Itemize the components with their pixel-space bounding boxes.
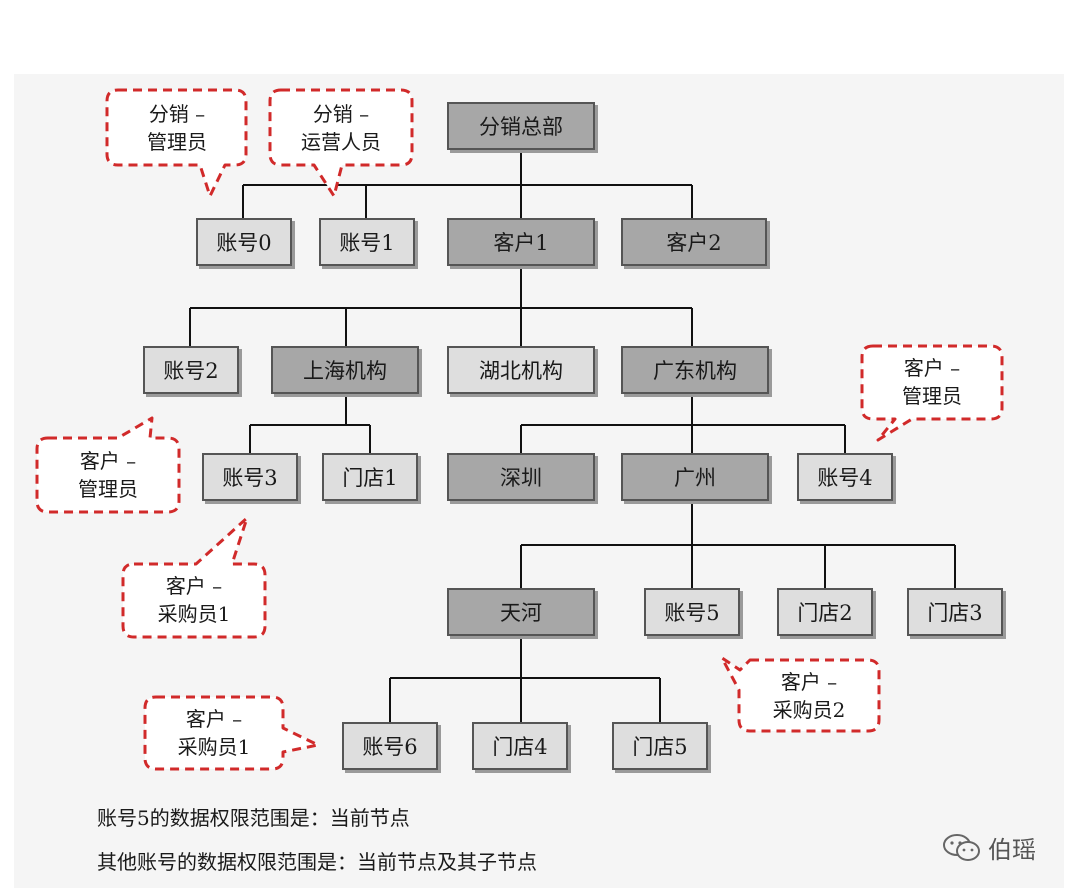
node-root: 分销总部 <box>447 102 595 150</box>
node-store5: 门店5 <box>612 722 708 770</box>
node-store2: 门店2 <box>777 588 873 636</box>
callout-c1-line2: 管理员 <box>147 130 207 154</box>
callout-c2-line2: 运营人员 <box>301 130 381 154</box>
note-line2: 其他账号的数据权限范围是：当前节点及其子节点 <box>97 850 537 874</box>
node-acct1: 账号1 <box>319 218 415 266</box>
node-hubei: 湖北机构 <box>447 346 595 394</box>
node-acct2: 账号2 <box>143 346 239 394</box>
callout-c4-line1: 客户 – <box>79 449 137 473</box>
callout-bubble-c2 <box>268 88 414 198</box>
node-guangzhou: 广州 <box>621 453 769 501</box>
callout-c4: 客户 – 管理员 <box>40 447 176 503</box>
callout-c5: 客户 – 采购员1 <box>126 572 262 628</box>
callout-c1-line1: 分销 – <box>148 102 206 126</box>
callout-c3-line2: 管理员 <box>902 384 962 408</box>
node-cust2: 客户2 <box>621 218 767 266</box>
callout-c5-line1: 客户 – <box>165 574 223 598</box>
callout-c5-line2: 采购员1 <box>157 602 231 626</box>
callout-c6-line2: 采购员1 <box>177 735 251 759</box>
node-shanghai: 上海机构 <box>271 346 419 394</box>
node-store3: 门店3 <box>907 588 1003 636</box>
callout-bubble-c1 <box>105 88 248 198</box>
callout-c7: 客户 – 采购员2 <box>742 668 876 724</box>
note-line1: 账号5的数据权限范围是：当前节点 <box>97 806 410 830</box>
callout-bubble-c7 <box>720 656 881 733</box>
callout-c3-line1: 客户 – <box>903 356 961 380</box>
node-tianhe: 天河 <box>447 588 595 636</box>
callout-c3: 客户 – 管理员 <box>864 354 1000 410</box>
node-guangdong: 广东机构 <box>621 346 769 394</box>
callout-bubble-c6 <box>143 695 320 771</box>
node-acct0: 账号0 <box>196 218 292 266</box>
callout-bubble-c4 <box>35 416 181 514</box>
node-acct6: 账号6 <box>342 722 438 770</box>
callout-c1: 分销 – 管理员 <box>110 100 244 156</box>
node-acct5: 账号5 <box>644 588 740 636</box>
callout-c2-line1: 分销 – <box>312 102 370 126</box>
node-shenzhen: 深圳 <box>447 453 595 501</box>
node-acct4: 账号4 <box>797 453 893 501</box>
callout-c6: 客户 – 采购员1 <box>148 705 280 761</box>
callout-c4-line2: 管理员 <box>78 477 138 501</box>
watermark: 伯瑶 <box>942 830 1036 865</box>
node-cust1: 客户1 <box>447 218 595 266</box>
callout-c6-line1: 客户 – <box>185 707 243 731</box>
callout-bubble-c3 <box>860 344 1004 442</box>
callout-c7-line1: 客户 – <box>780 670 838 694</box>
node-acct3: 账号3 <box>202 453 298 501</box>
wechat-icon <box>943 833 980 861</box>
node-store4: 门店4 <box>472 722 568 770</box>
callout-bubble-c5 <box>121 516 267 639</box>
callout-c2: 分销 – 运营人员 <box>272 100 410 156</box>
node-store1: 门店1 <box>322 453 418 501</box>
callout-c7-line2: 采购员2 <box>772 698 846 722</box>
watermark-text: 伯瑶 <box>988 836 1036 864</box>
